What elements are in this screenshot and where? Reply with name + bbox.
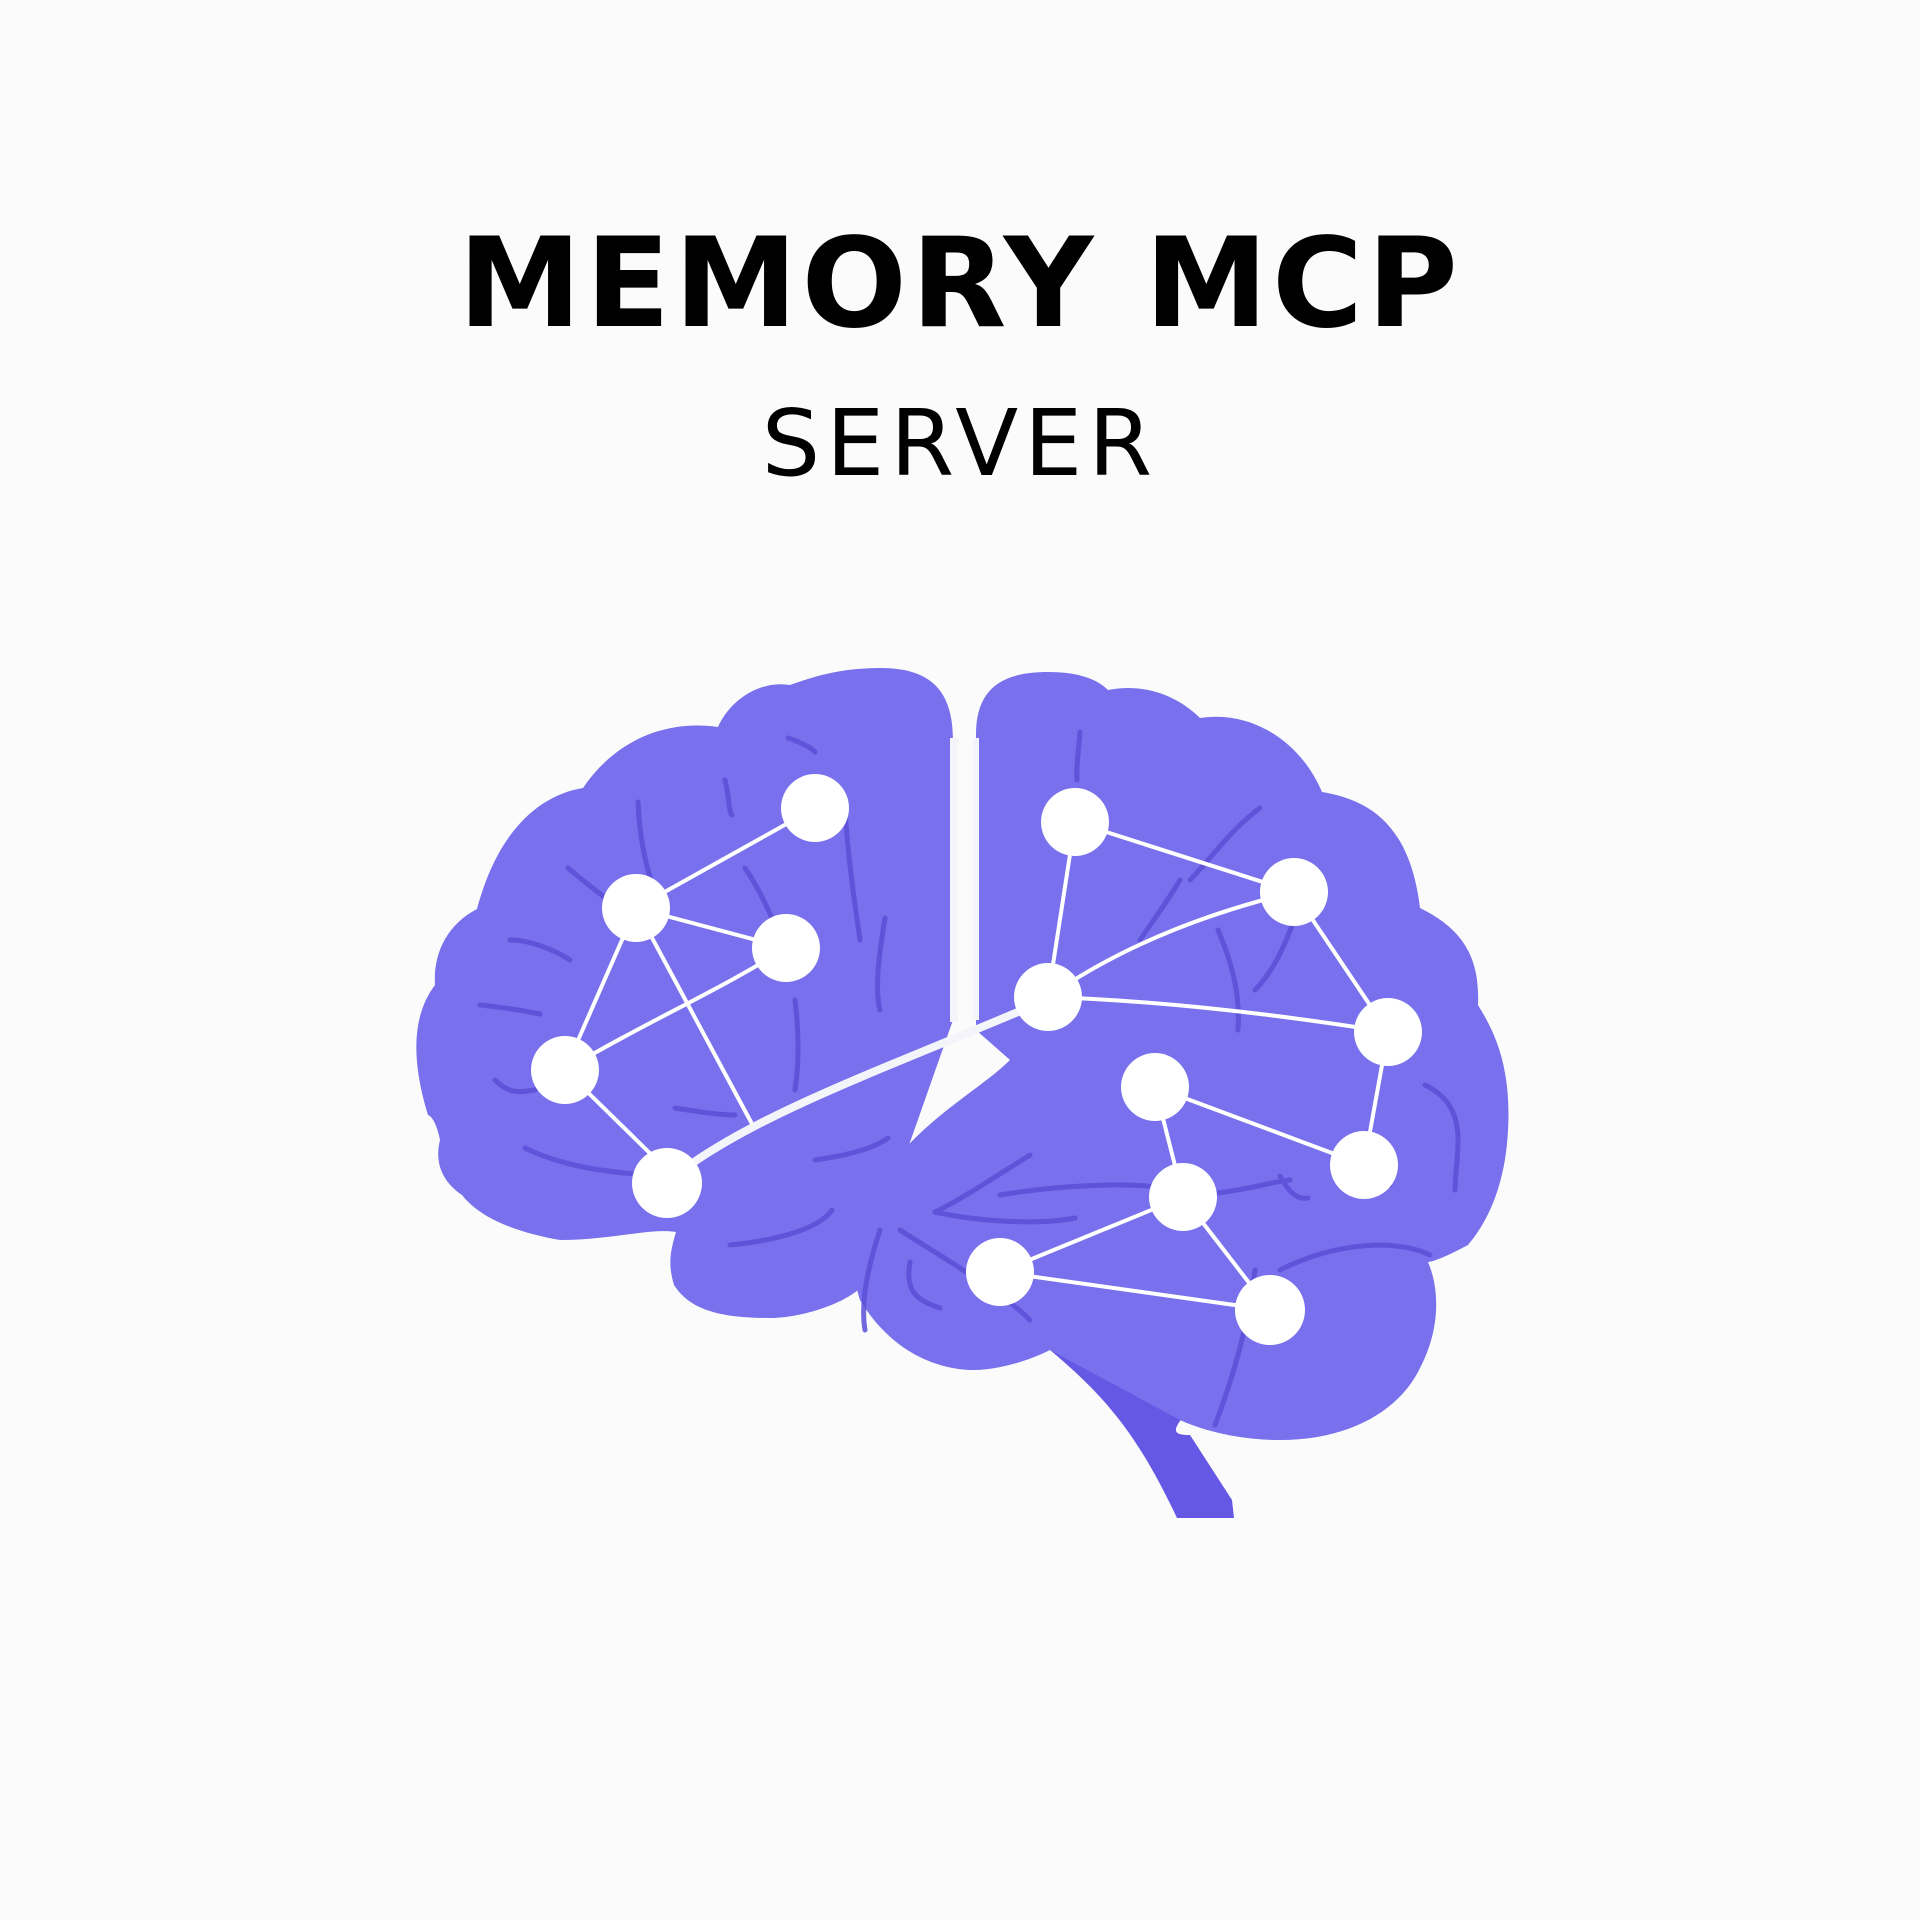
network-node — [1041, 788, 1109, 856]
network-node — [1014, 963, 1082, 1031]
network-node — [531, 1036, 599, 1104]
network-node — [1235, 1275, 1305, 1345]
brain-folds — [477, 729, 1461, 1428]
network-node — [781, 774, 849, 842]
network-node — [752, 914, 820, 982]
network-node — [632, 1148, 702, 1218]
network-node — [966, 1238, 1034, 1306]
network-node — [602, 874, 670, 942]
network-nodes — [531, 774, 1422, 1345]
page-title: MEMORY MCP — [458, 212, 1462, 356]
brain-fissure — [691, 1008, 1020, 1166]
network-node — [1260, 858, 1328, 926]
network-node — [1354, 998, 1422, 1066]
network-node — [1121, 1053, 1189, 1121]
network-node — [1330, 1131, 1398, 1199]
page-subtitle: SERVER — [761, 390, 1159, 497]
network-node — [1149, 1163, 1217, 1231]
